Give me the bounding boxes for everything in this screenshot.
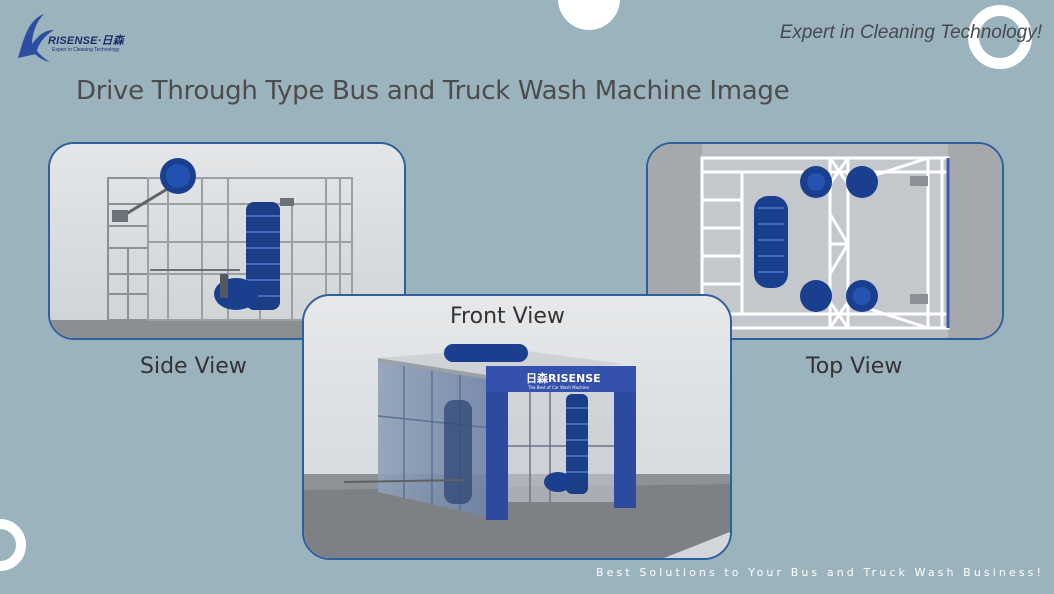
slide-title: Drive Through Type Bus and Truck Wash Ma… [76, 76, 790, 106]
decorative-ring-top-right [968, 5, 1032, 69]
machine-sign-subtext: The Best of Car Wash Machine [527, 385, 589, 390]
front-view-label: Front View [450, 304, 565, 329]
risense-logo-icon [18, 14, 54, 62]
footer-slogan: Best Solutions to Your Bus and Truck Was… [596, 566, 1044, 579]
brand-name: RISENSE·日森 [48, 35, 124, 47]
machine-sign-text: 日森RISENSE [526, 371, 601, 385]
decorative-ring-bottom-left [0, 519, 26, 571]
brand-subtitle: Expert in Cleaning Technology [52, 47, 120, 53]
tagline: Expert in Cleaning Technology! [779, 22, 1042, 43]
decorative-circle [558, 0, 620, 30]
front-view-image: 日森RISENSE The Best of Car Wash Machine [302, 294, 732, 560]
brand-logo: RISENSE·日森 Expert in Cleaning Technology [10, 10, 140, 66]
side-view-label: Side View [140, 354, 247, 379]
top-view-label: Top View [806, 354, 903, 379]
